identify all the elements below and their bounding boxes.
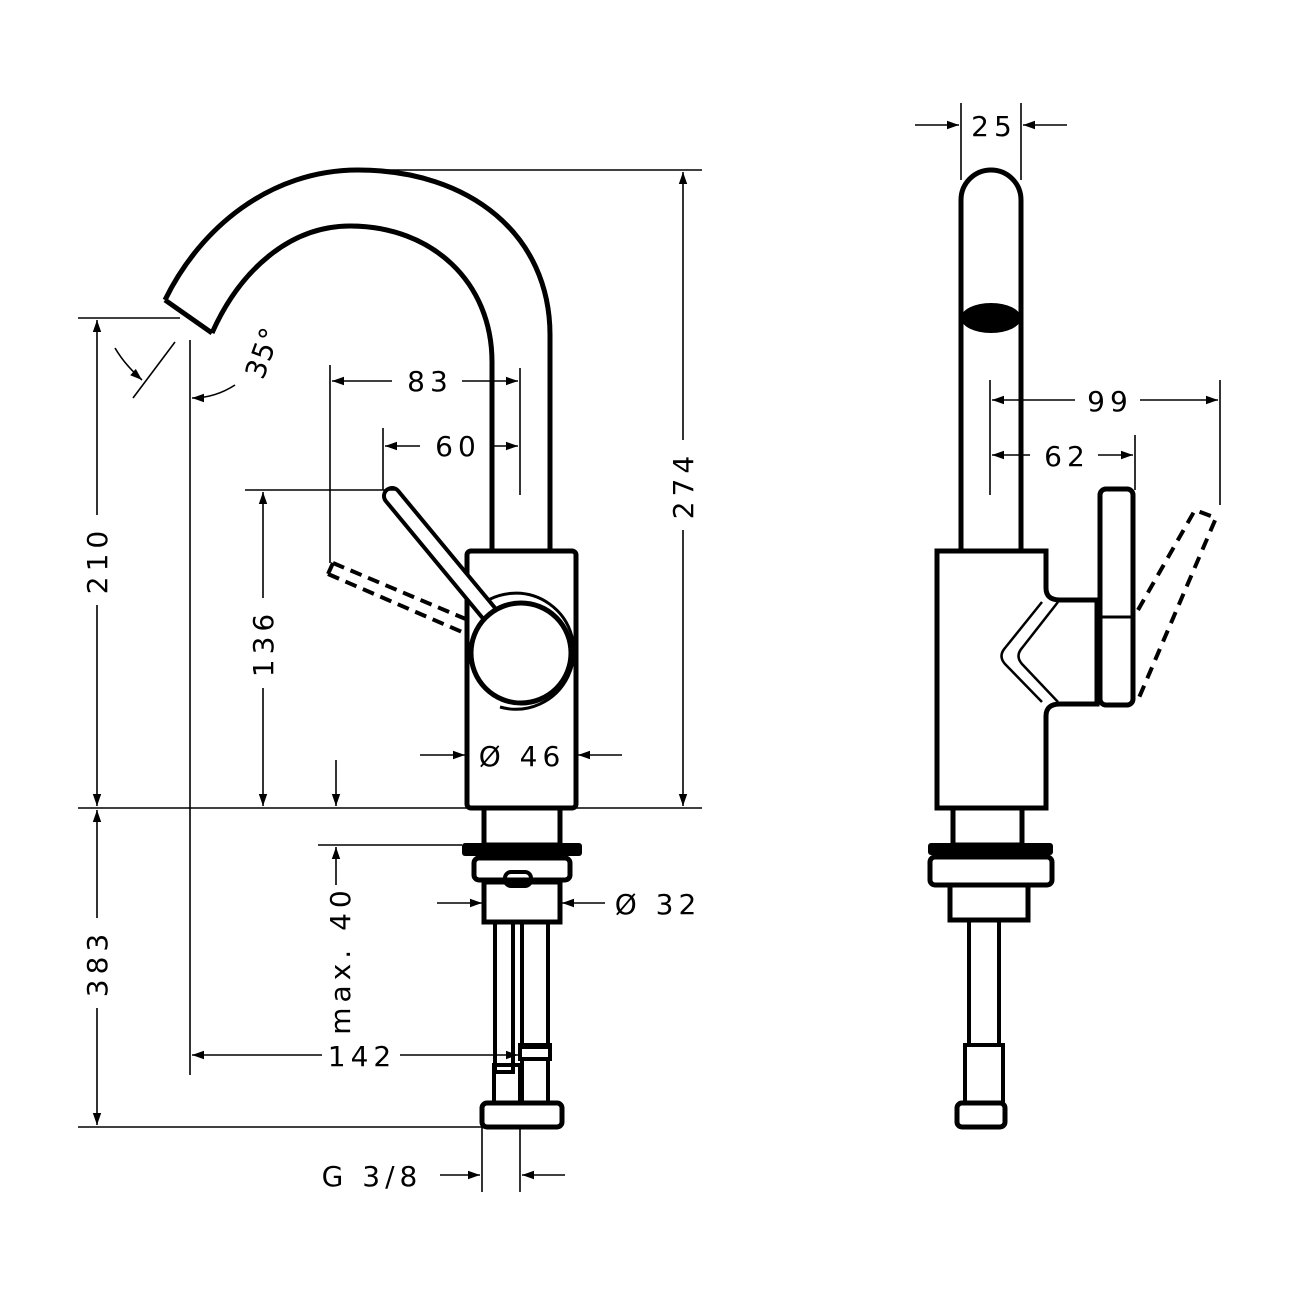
dim-lever-reach-max: 83 bbox=[407, 365, 453, 398]
aerator bbox=[961, 303, 1021, 333]
dim-spout-width: 25 bbox=[971, 110, 1017, 143]
dim-total-height: 274 bbox=[667, 451, 700, 519]
lever-hub bbox=[468, 600, 574, 706]
dim-lever-reach: 60 bbox=[435, 430, 481, 463]
dim-spout-height: 210 bbox=[81, 526, 114, 594]
spout-outlet bbox=[163, 297, 214, 336]
dim-below-deck: 383 bbox=[81, 929, 114, 997]
side-lever bbox=[1097, 486, 1136, 708]
dim-lever-height: 136 bbox=[247, 609, 280, 677]
shank bbox=[481, 805, 563, 848]
lever-dashed-position bbox=[326, 561, 469, 634]
mounting-nut bbox=[471, 855, 573, 883]
extension-lines bbox=[78, 169, 702, 1192]
dim-max-deck: max. 40 bbox=[324, 885, 357, 1034]
dim-thread: G 3/8 bbox=[322, 1160, 423, 1193]
mounting-plate bbox=[462, 843, 582, 856]
dim-side-lever-reach-max: 99 bbox=[1087, 385, 1133, 418]
side-body-curve bbox=[1000, 601, 1059, 703]
side-spout bbox=[958, 167, 1024, 550]
cartridge-ring bbox=[473, 591, 576, 711]
dim-side-lever-reach: 62 bbox=[1044, 440, 1090, 473]
supply-pipe-left bbox=[493, 920, 515, 1074]
front-view: 274 210 383 136 83 60 Ø 46 max. 40 Ø 32 … bbox=[78, 167, 702, 1193]
spout-inner bbox=[209, 223, 495, 552]
connector-fitting bbox=[479, 1100, 565, 1130]
dim-spout-angle: 35° bbox=[239, 322, 288, 383]
dim-body-diameter: Ø 46 bbox=[479, 740, 566, 773]
side-body bbox=[934, 548, 1100, 811]
dim-spout-projection: 142 bbox=[328, 1040, 396, 1073]
dim-shank-diameter: Ø 32 bbox=[615, 888, 702, 921]
side-view: 25 99 62 bbox=[915, 103, 1221, 1130]
supply-pipe-right bbox=[520, 920, 550, 1049]
side-lever-dashed-position bbox=[1136, 507, 1219, 701]
